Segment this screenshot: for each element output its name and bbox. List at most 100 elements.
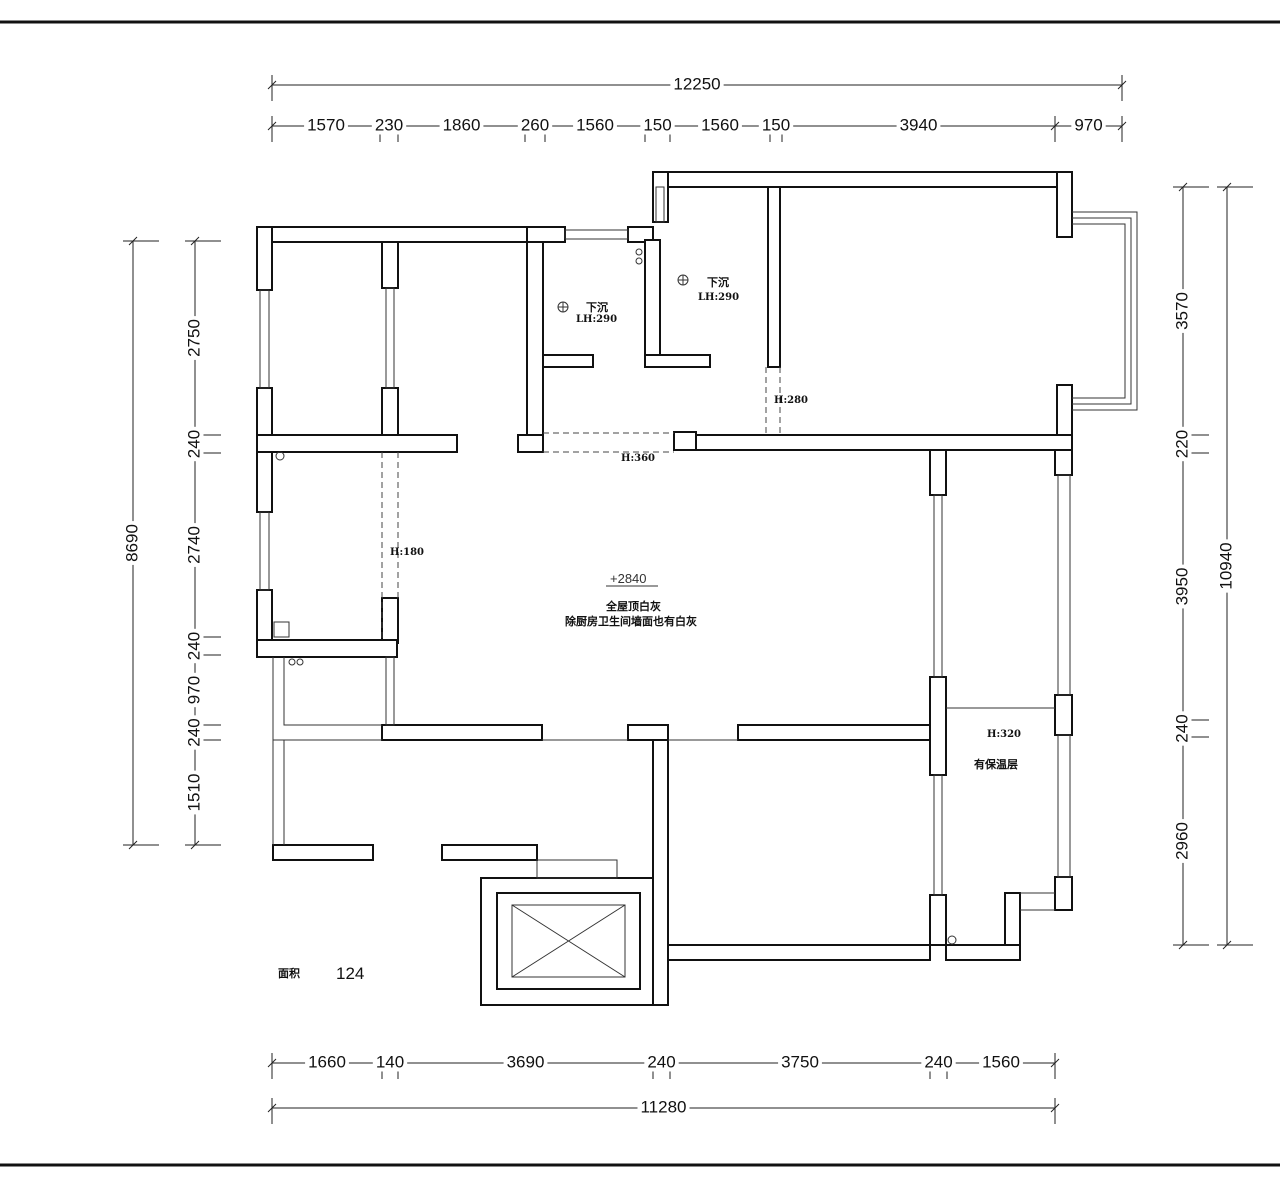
dimension-label: 240 [184,718,203,746]
elevation-label: +2840 [610,571,647,586]
wall-segment [929,449,947,496]
window [536,859,618,879]
dimension-label: 2750 [184,319,203,357]
wall-note: 除厨房卫生间墙面也有白灰 [565,614,697,628]
height-label-180: H:180 [390,547,424,558]
sunken-label-2: 下沉 [707,275,729,289]
window [564,229,629,240]
fixture-circle [275,451,285,461]
wall-segment [381,241,399,289]
wall-segment [644,239,661,361]
wall-segment [929,676,947,776]
wall-segment [652,171,669,223]
dimension-label: 970 [1074,115,1102,134]
window [511,904,626,978]
wall-segment [737,724,931,741]
wall-segment [652,171,1073,188]
fixture-circle [296,658,304,666]
height-label-360: H:360 [621,453,655,464]
window [933,774,943,896]
fixture-circle [288,658,296,666]
window [273,621,290,638]
dimension-label: 1510 [184,774,203,812]
bay-window-and-lines [272,211,1138,978]
window [385,656,395,726]
dimension-label: 240 [184,430,203,458]
dimension-label: 2960 [1172,822,1191,860]
wall-segment [441,844,538,861]
dimension-label: 3750 [781,1052,819,1071]
dimension-label: 1570 [307,115,345,134]
dimension-label: 1860 [443,115,481,134]
wall-segment [526,226,566,243]
dimension-label: 140 [376,1052,404,1071]
wall-segment [1056,171,1073,238]
dimension-label: 1560 [576,115,614,134]
wall-segment [945,944,1021,961]
wall-segment [496,892,641,990]
window [655,186,665,223]
wall-segment [673,431,697,451]
wall-segment [256,639,398,658]
window [933,494,943,678]
wall-segment [929,894,947,946]
dimension-label: 3690 [507,1052,545,1071]
dimension-total: 12250 [673,74,720,93]
dimension-total: 8690 [122,524,141,562]
dimension-label: 1560 [701,115,739,134]
dimension-label: 240 [647,1052,675,1071]
wall-segment [272,844,374,861]
dimension-label: 3950 [1172,568,1191,606]
fixture-circle [635,257,643,265]
wall-segment [542,354,594,368]
window [259,289,270,389]
dimension-label: 150 [643,115,671,134]
wall-segment [526,226,544,436]
windows [259,186,1138,978]
wall-segment [381,724,543,741]
wall-segment [256,226,528,243]
wall-segment [381,387,399,436]
dashed-height-lines [381,367,781,640]
wall-segment [652,739,669,1006]
wall-segment [627,724,669,741]
sunken-label-1: 下沉 [586,300,608,314]
dimension-label: 1660 [308,1052,346,1071]
wall-segment [1054,694,1073,736]
window [1057,474,1071,696]
dimension-label: 3940 [900,115,938,134]
dimension-label: 3570 [1172,292,1191,330]
dimension-label: 2740 [184,526,203,564]
height-label-280: H:280 [774,395,808,406]
area-label: 面积 [278,966,300,980]
insulation-note: 有保温层 [974,757,1018,771]
wall-segment [517,434,544,453]
dimension-total: 11280 [640,1097,686,1116]
dimension-label: 150 [762,115,790,134]
ceiling-note: 全屋顶白灰 [605,599,661,613]
wall-segment [767,186,781,368]
sunken-lh-1: LH:290 [576,314,617,325]
dimension-label: 240 [184,632,203,660]
area-value: 124 [336,964,364,983]
wall-segment [1054,449,1073,476]
dimension-label: 220 [1172,430,1191,458]
dimension-label: 230 [375,115,403,134]
fixture-circle [635,248,643,256]
wall-segment [256,226,273,291]
dimension-total: 10940 [1216,542,1235,589]
fixture-circle [947,935,957,945]
dimension-label: 240 [924,1052,952,1071]
wall-segment [644,354,711,368]
wall-segment [256,434,458,453]
walls [256,171,1073,1006]
dimension-label: 240 [1172,714,1191,742]
wall-segment [381,597,399,644]
wall-segment [1054,876,1073,911]
floor-drain-icon [558,275,688,312]
floor-drain-circle [557,301,569,313]
window [259,511,270,591]
window [385,287,395,389]
